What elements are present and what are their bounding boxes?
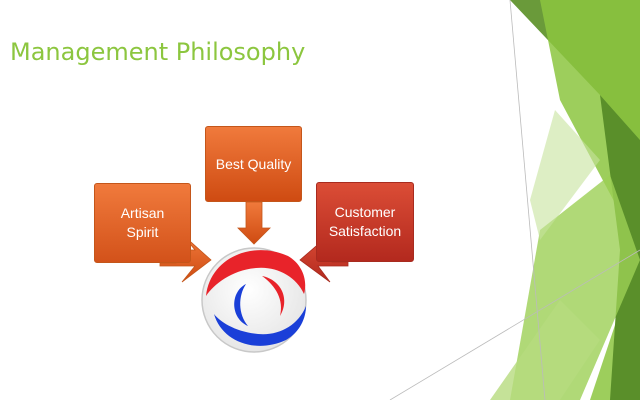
box-artisan-spirit: Artisan Spirit [94, 183, 191, 263]
deco-line-2 [389, 249, 640, 400]
logo-red-swoosh [206, 250, 306, 296]
box-label-customer-satisfaction: Customer Satisfaction [328, 204, 402, 239]
logo-blue-swoosh [214, 306, 306, 346]
box-label-best-quality: Best Quality [215, 155, 292, 172]
deco-shape-2 [540, 0, 640, 400]
box-customer-satisfaction: Customer Satisfaction [316, 182, 414, 262]
box-best-quality: Best Quality [205, 126, 302, 202]
slide-title: Management Philosophy [10, 38, 306, 66]
box-label-artisan-spirit: Artisan Spirit [120, 205, 165, 240]
deco-shape-6 [530, 110, 600, 240]
deco-line-1 [509, 0, 546, 400]
logo-blue-crescent [234, 284, 248, 326]
deco-shape-5 [490, 300, 600, 400]
arrow-best-quality [237, 201, 271, 245]
logo-red-crescent [262, 276, 285, 316]
